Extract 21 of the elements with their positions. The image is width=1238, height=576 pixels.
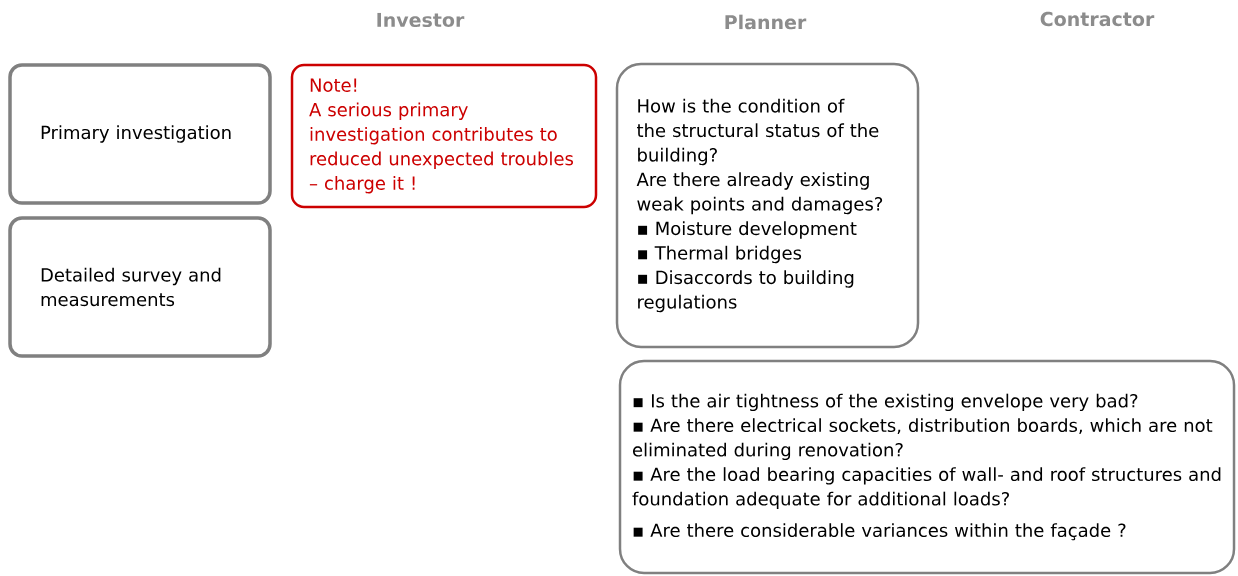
question-text: How is the condition of the structural status of the building? (637, 98, 879, 166)
column-heading: Contractor (1040, 11, 1155, 27)
question-box (615, 62, 920, 349)
note-text: Note! (310, 78, 357, 92)
step-label: Detailed survey and measurements (41, 267, 221, 307)
bullet-item: ▪ Moisture development (638, 221, 857, 239)
bullet-item: ▪ Are the load bearing capacities of wall- and roof structures and foundation adequate for additional loads? (632, 467, 1221, 510)
bullet-item: ▪ Are there electrical sockets, distribution boards, which are not eliminated during renovation? (633, 418, 1213, 461)
note-box (290, 63, 598, 209)
question-box (618, 359, 1236, 575)
question-text: Are there already existing weak points and damages? (636, 172, 883, 215)
step-label: Primary investigation (41, 125, 231, 143)
bullet-item: ▪ Thermal bridges (638, 245, 802, 264)
column-heading: Planner (725, 14, 807, 30)
step-box (8, 216, 272, 358)
bullet-item: ▪ Disaccords to building regulations (638, 270, 854, 313)
column-heading: Investor (377, 12, 465, 28)
note-text: A serious primary investigation contributes to reduced unexpected troubles – charge it ! (309, 102, 573, 194)
bullet-item: ▪ Is the air tightness of the existing envelope very bad? (633, 393, 1138, 412)
bullet-item: ▪ Are there considerable variances within the façade ? (633, 523, 1126, 541)
step-box (8, 63, 272, 205)
